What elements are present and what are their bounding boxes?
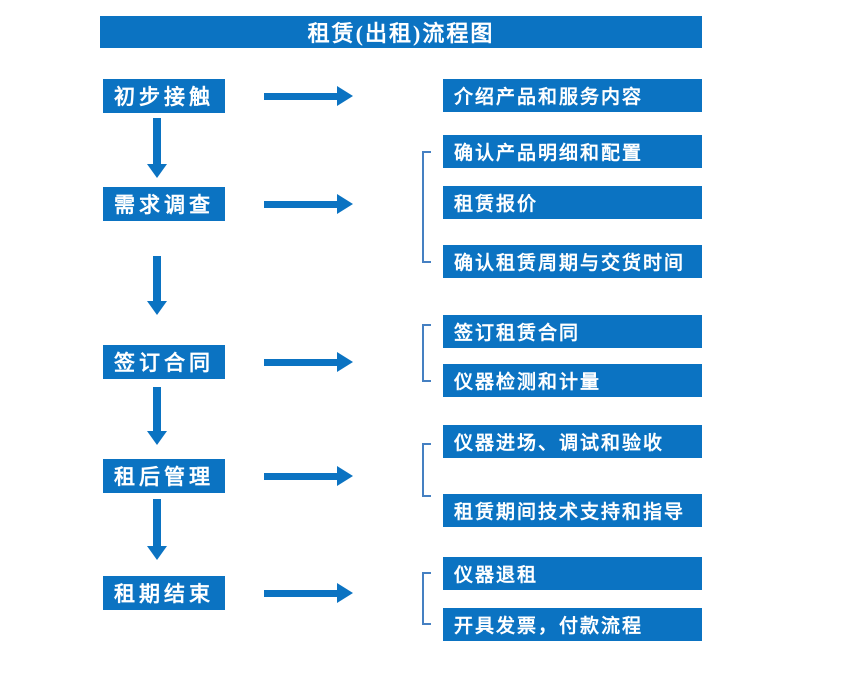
output-box-technical-support: 租赁期间技术支持和指导 xyxy=(443,494,702,527)
down-arrow-head xyxy=(147,546,167,560)
output-box-instrument-installation: 仪器进场、调试和验收 xyxy=(443,425,702,458)
output-box-confirm-product-details: 确认产品明细和配置 xyxy=(443,135,702,168)
down-arrow-head xyxy=(147,301,167,315)
group-bracket-sign-contract xyxy=(422,324,431,382)
right-arrow-shaft xyxy=(264,93,337,100)
output-box-rental-quotation: 租赁报价 xyxy=(443,186,702,219)
flowchart-title: 租赁(出租)流程图 xyxy=(100,16,702,48)
down-arrow-2 xyxy=(147,256,167,315)
down-arrow-shaft xyxy=(153,118,161,164)
right-arrow-head xyxy=(337,466,353,486)
right-arrow-head xyxy=(337,194,353,214)
down-arrow-shaft xyxy=(153,387,161,431)
right-arrow-post-rental-management xyxy=(264,466,353,486)
right-arrow-demand-survey xyxy=(264,194,353,214)
step-box-post-rental-management: 租后管理 xyxy=(103,459,225,493)
down-arrow-3 xyxy=(147,387,167,445)
right-arrow-head xyxy=(337,583,353,603)
output-box-introduce-products: 介绍产品和服务内容 xyxy=(443,79,702,112)
right-arrow-sign-contract xyxy=(264,352,353,372)
down-arrow-shaft xyxy=(153,499,161,546)
down-arrow-head xyxy=(147,431,167,445)
step-box-initial-contact: 初步接触 xyxy=(103,79,225,113)
down-arrow-head xyxy=(147,164,167,178)
step-box-demand-survey: 需求调查 xyxy=(103,187,225,221)
down-arrow-shaft xyxy=(153,256,161,301)
right-arrow-initial-contact xyxy=(264,86,353,106)
down-arrow-1 xyxy=(147,118,167,178)
output-box-instrument-return: 仪器退租 xyxy=(443,557,702,590)
group-bracket-post-rental-management xyxy=(422,443,431,497)
right-arrow-head xyxy=(337,352,353,372)
group-bracket-rental-end xyxy=(422,572,431,625)
right-arrow-shaft xyxy=(264,359,337,366)
right-arrow-rental-end xyxy=(264,583,353,603)
output-box-sign-rental-contract: 签订租赁合同 xyxy=(443,315,702,348)
step-box-rental-end: 租期结束 xyxy=(103,576,225,610)
output-box-confirm-rental-period: 确认租赁周期与交货时间 xyxy=(443,245,702,278)
down-arrow-4 xyxy=(147,499,167,560)
right-arrow-shaft xyxy=(264,590,337,597)
group-bracket-demand-survey xyxy=(422,151,431,263)
output-box-instrument-testing: 仪器检测和计量 xyxy=(443,364,702,397)
output-box-invoice-payment: 开具发票，付款流程 xyxy=(443,608,702,641)
right-arrow-shaft xyxy=(264,201,337,208)
step-box-sign-contract: 签订合同 xyxy=(103,345,225,379)
right-arrow-head xyxy=(337,86,353,106)
right-arrow-shaft xyxy=(264,473,337,480)
